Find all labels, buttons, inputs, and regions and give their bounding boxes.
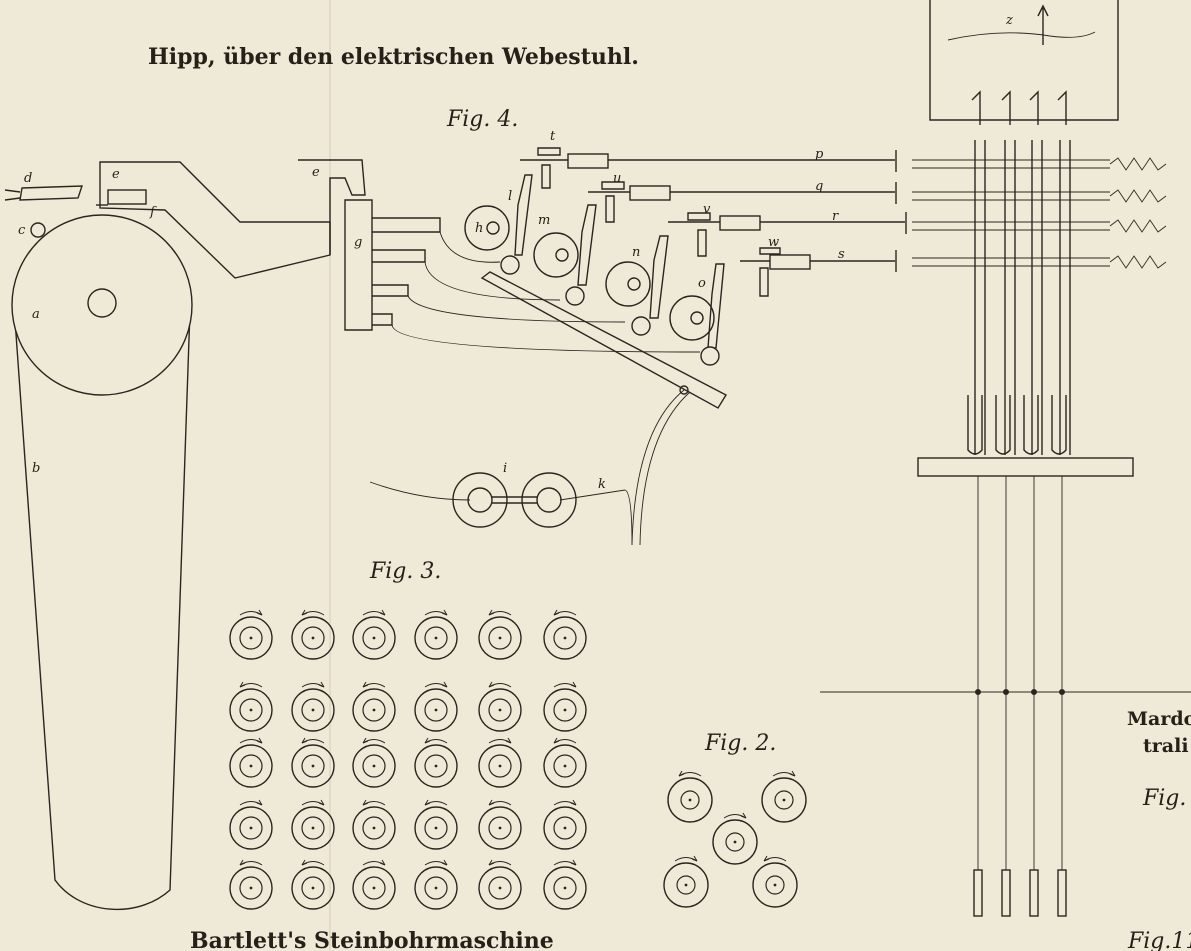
fig3-wheel [414, 799, 458, 850]
fig3-title: Fig. 3. [369, 559, 441, 584]
fig3-wheel [478, 859, 522, 910]
fig3-wheel [229, 681, 273, 732]
label-c: c [18, 223, 26, 238]
right-bottom-fragment: Fig.11 [1127, 929, 1191, 951]
block-d [19, 185, 83, 201]
label-a: a [32, 307, 40, 322]
fig3-wheel [414, 737, 458, 788]
fig3-wheel [478, 681, 522, 732]
jacquard-apparatus [820, 0, 1191, 917]
label-s: s [838, 247, 845, 262]
wheel-a-hub [87, 288, 117, 318]
label-h: h [475, 221, 483, 236]
fig3-wheel [543, 681, 587, 732]
label-p: p [815, 147, 824, 162]
label-m: m [538, 213, 550, 228]
label-z: z [1005, 13, 1013, 28]
label-e2: e [312, 165, 320, 180]
fig3-wheel [291, 859, 335, 910]
fig3-wheel [352, 737, 396, 788]
fig2-wheel [663, 855, 709, 908]
label-q: q [815, 179, 823, 194]
coupling-i-k [369, 472, 633, 546]
fig2-wheel [761, 770, 807, 823]
column-g [344, 199, 373, 331]
fig3-wheel [352, 799, 396, 850]
fig2-wheel [712, 812, 758, 865]
fig3-wheel [543, 609, 587, 660]
label-t: t [550, 129, 556, 144]
label-k: k [598, 477, 606, 492]
fig4-title: Fig. 4. [446, 107, 518, 132]
fig3-wheel [352, 609, 396, 660]
fig3-wheel [291, 681, 335, 732]
fig3-wheel-grid [229, 609, 587, 910]
magnet-h-3 [605, 235, 669, 336]
fig3-wheel [291, 799, 335, 850]
label-i: i [503, 461, 507, 476]
bottom-caption: Bartlett's Steinbohrmaschine [190, 928, 554, 951]
fig3-wheel [543, 737, 587, 788]
label-l: l [508, 189, 512, 204]
fig3-wheel [414, 859, 458, 910]
magnet-h-2 [533, 204, 597, 306]
hook-e [298, 159, 366, 255]
fig3-wheel [291, 609, 335, 660]
label-e: e [112, 167, 120, 182]
fig3-wheel [478, 609, 522, 660]
fig2-wheels [663, 770, 807, 908]
fig3-wheel [543, 799, 587, 850]
label-f: f [149, 205, 157, 220]
fig2-title: Fig. 2. [704, 731, 776, 756]
loom-drive-assembly [4, 161, 331, 911]
fig3-wheel [229, 609, 273, 660]
fig3-wheel [352, 681, 396, 732]
label-w: w [768, 235, 779, 250]
block-f [107, 189, 147, 205]
label-b: b [32, 461, 40, 476]
fig3-wheel [291, 737, 335, 788]
right-caption-line1: Mardo [1127, 708, 1191, 730]
label-u: u [613, 171, 621, 186]
label-r: r [832, 209, 839, 224]
fig2-wheel [667, 770, 713, 823]
plate-title: Hipp, über den elektrischen Webestuhl. [148, 44, 639, 70]
fig3-wheel [543, 859, 587, 910]
fig3-wheel [229, 859, 273, 910]
fig3-wheel [414, 681, 458, 732]
label-g: g [354, 235, 362, 250]
magnet-h-1 [464, 174, 533, 275]
label-o: o [698, 276, 706, 291]
label-v: v [703, 202, 711, 217]
slanted-bar [480, 271, 727, 409]
right-caption-line2: trali [1143, 735, 1189, 757]
fig3-wheel [229, 799, 273, 850]
label-n: n [632, 245, 640, 260]
fig3-wheel [352, 859, 396, 910]
rods [520, 147, 907, 297]
fig3-wheel [229, 737, 273, 788]
belt-b [14, 309, 191, 911]
label-d: d [24, 171, 32, 186]
roller-c [30, 222, 46, 238]
fig2-wheel [752, 855, 798, 908]
right-fig-fragment: Fig. [1142, 786, 1186, 811]
fig3-wheel [414, 609, 458, 660]
fig4-mechanism: e g [298, 159, 727, 546]
magnet-h-4 [669, 263, 725, 366]
fig3-wheel [478, 799, 522, 850]
fig3-wheel [478, 737, 522, 788]
